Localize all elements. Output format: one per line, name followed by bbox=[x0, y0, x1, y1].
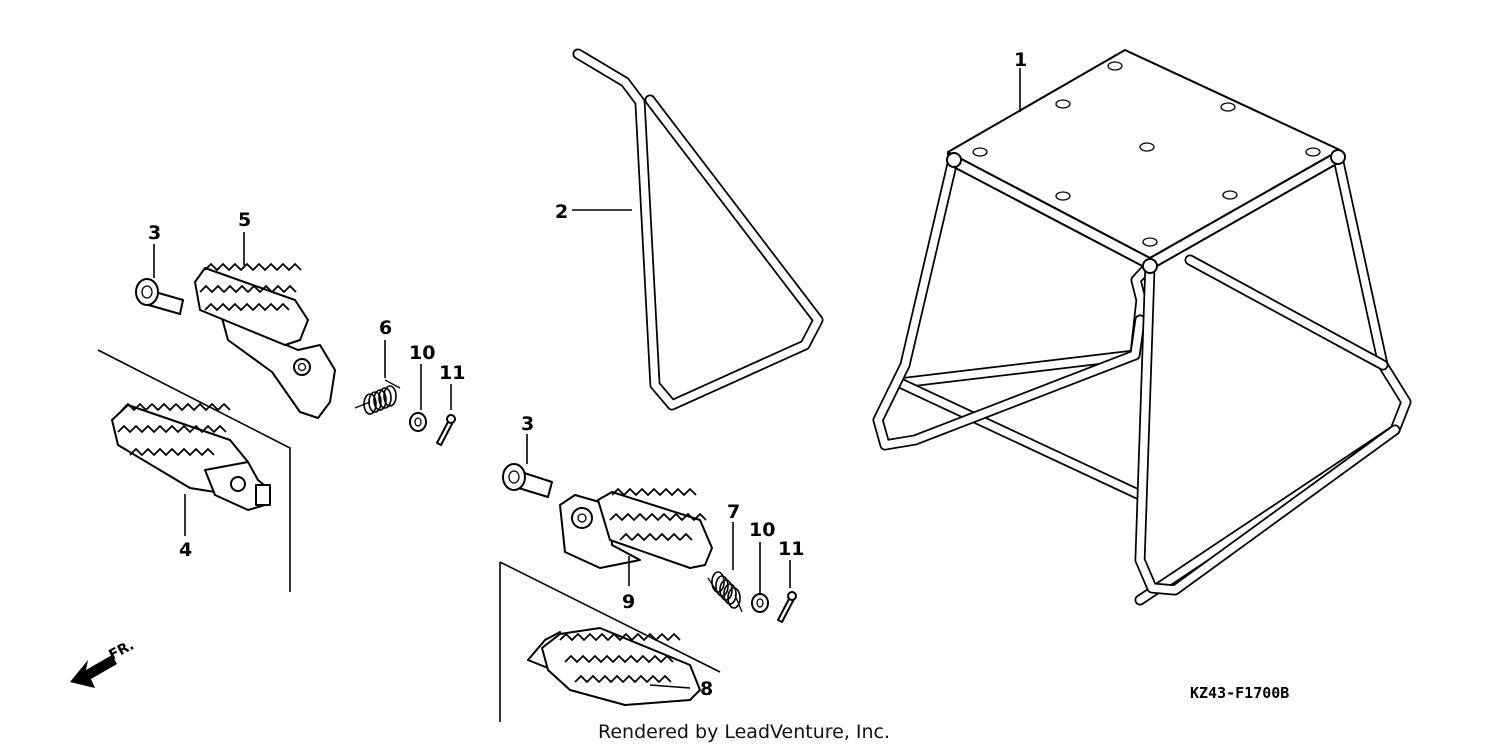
callout-10-lower: 10 bbox=[749, 519, 775, 541]
leader-lines bbox=[153, 68, 1021, 689]
pin-part-3-right[interactable] bbox=[502, 463, 553, 498]
callout-3-left: 3 bbox=[148, 222, 161, 244]
washer-part-10-upper[interactable] bbox=[409, 412, 427, 432]
stand-frame-part-2[interactable] bbox=[572, 48, 824, 411]
callout-11-upper: 11 bbox=[439, 362, 465, 384]
footpeg-part-4[interactable] bbox=[111, 403, 271, 511]
callout-6: 6 bbox=[379, 317, 392, 339]
callout-7: 7 bbox=[727, 501, 740, 523]
callout-numbers: 1 2 3 5 4 6 10 11 3 7 10 11 9 8 bbox=[148, 49, 1027, 700]
group-bracket-left bbox=[97, 349, 291, 592]
arrow-left-icon bbox=[70, 655, 117, 688]
callout-11-lower: 11 bbox=[778, 538, 804, 560]
callout-5: 5 bbox=[238, 209, 251, 231]
cotter-pin-part-11-upper[interactable] bbox=[436, 414, 456, 446]
cotter-pin-part-11-lower[interactable] bbox=[777, 591, 797, 623]
callout-10-upper: 10 bbox=[409, 342, 435, 364]
stand-part-1[interactable] bbox=[872, 49, 1412, 606]
front-direction-arrow: FR. bbox=[70, 637, 137, 688]
callout-1: 1 bbox=[1014, 49, 1027, 71]
callout-8: 8 bbox=[700, 678, 713, 700]
spring-part-6[interactable] bbox=[354, 379, 401, 415]
front-direction-label: FR. bbox=[106, 637, 136, 663]
callout-2: 2 bbox=[555, 201, 568, 223]
pin-part-3-left[interactable] bbox=[135, 278, 184, 315]
callout-4: 4 bbox=[179, 539, 192, 561]
footpeg-part-5[interactable] bbox=[194, 263, 336, 419]
footpeg-part-8[interactable] bbox=[527, 627, 701, 706]
diagram-code: KZ43-F1700B bbox=[1190, 684, 1289, 702]
footpeg-part-9[interactable] bbox=[559, 488, 713, 569]
group-bracket-right bbox=[499, 561, 721, 722]
callout-3-right: 3 bbox=[521, 413, 534, 435]
spring-part-7[interactable] bbox=[707, 571, 743, 613]
callout-9: 9 bbox=[622, 591, 635, 613]
washer-part-10-lower[interactable] bbox=[751, 593, 769, 613]
credit-text: Rendered by LeadVenture, Inc. bbox=[598, 721, 890, 743]
